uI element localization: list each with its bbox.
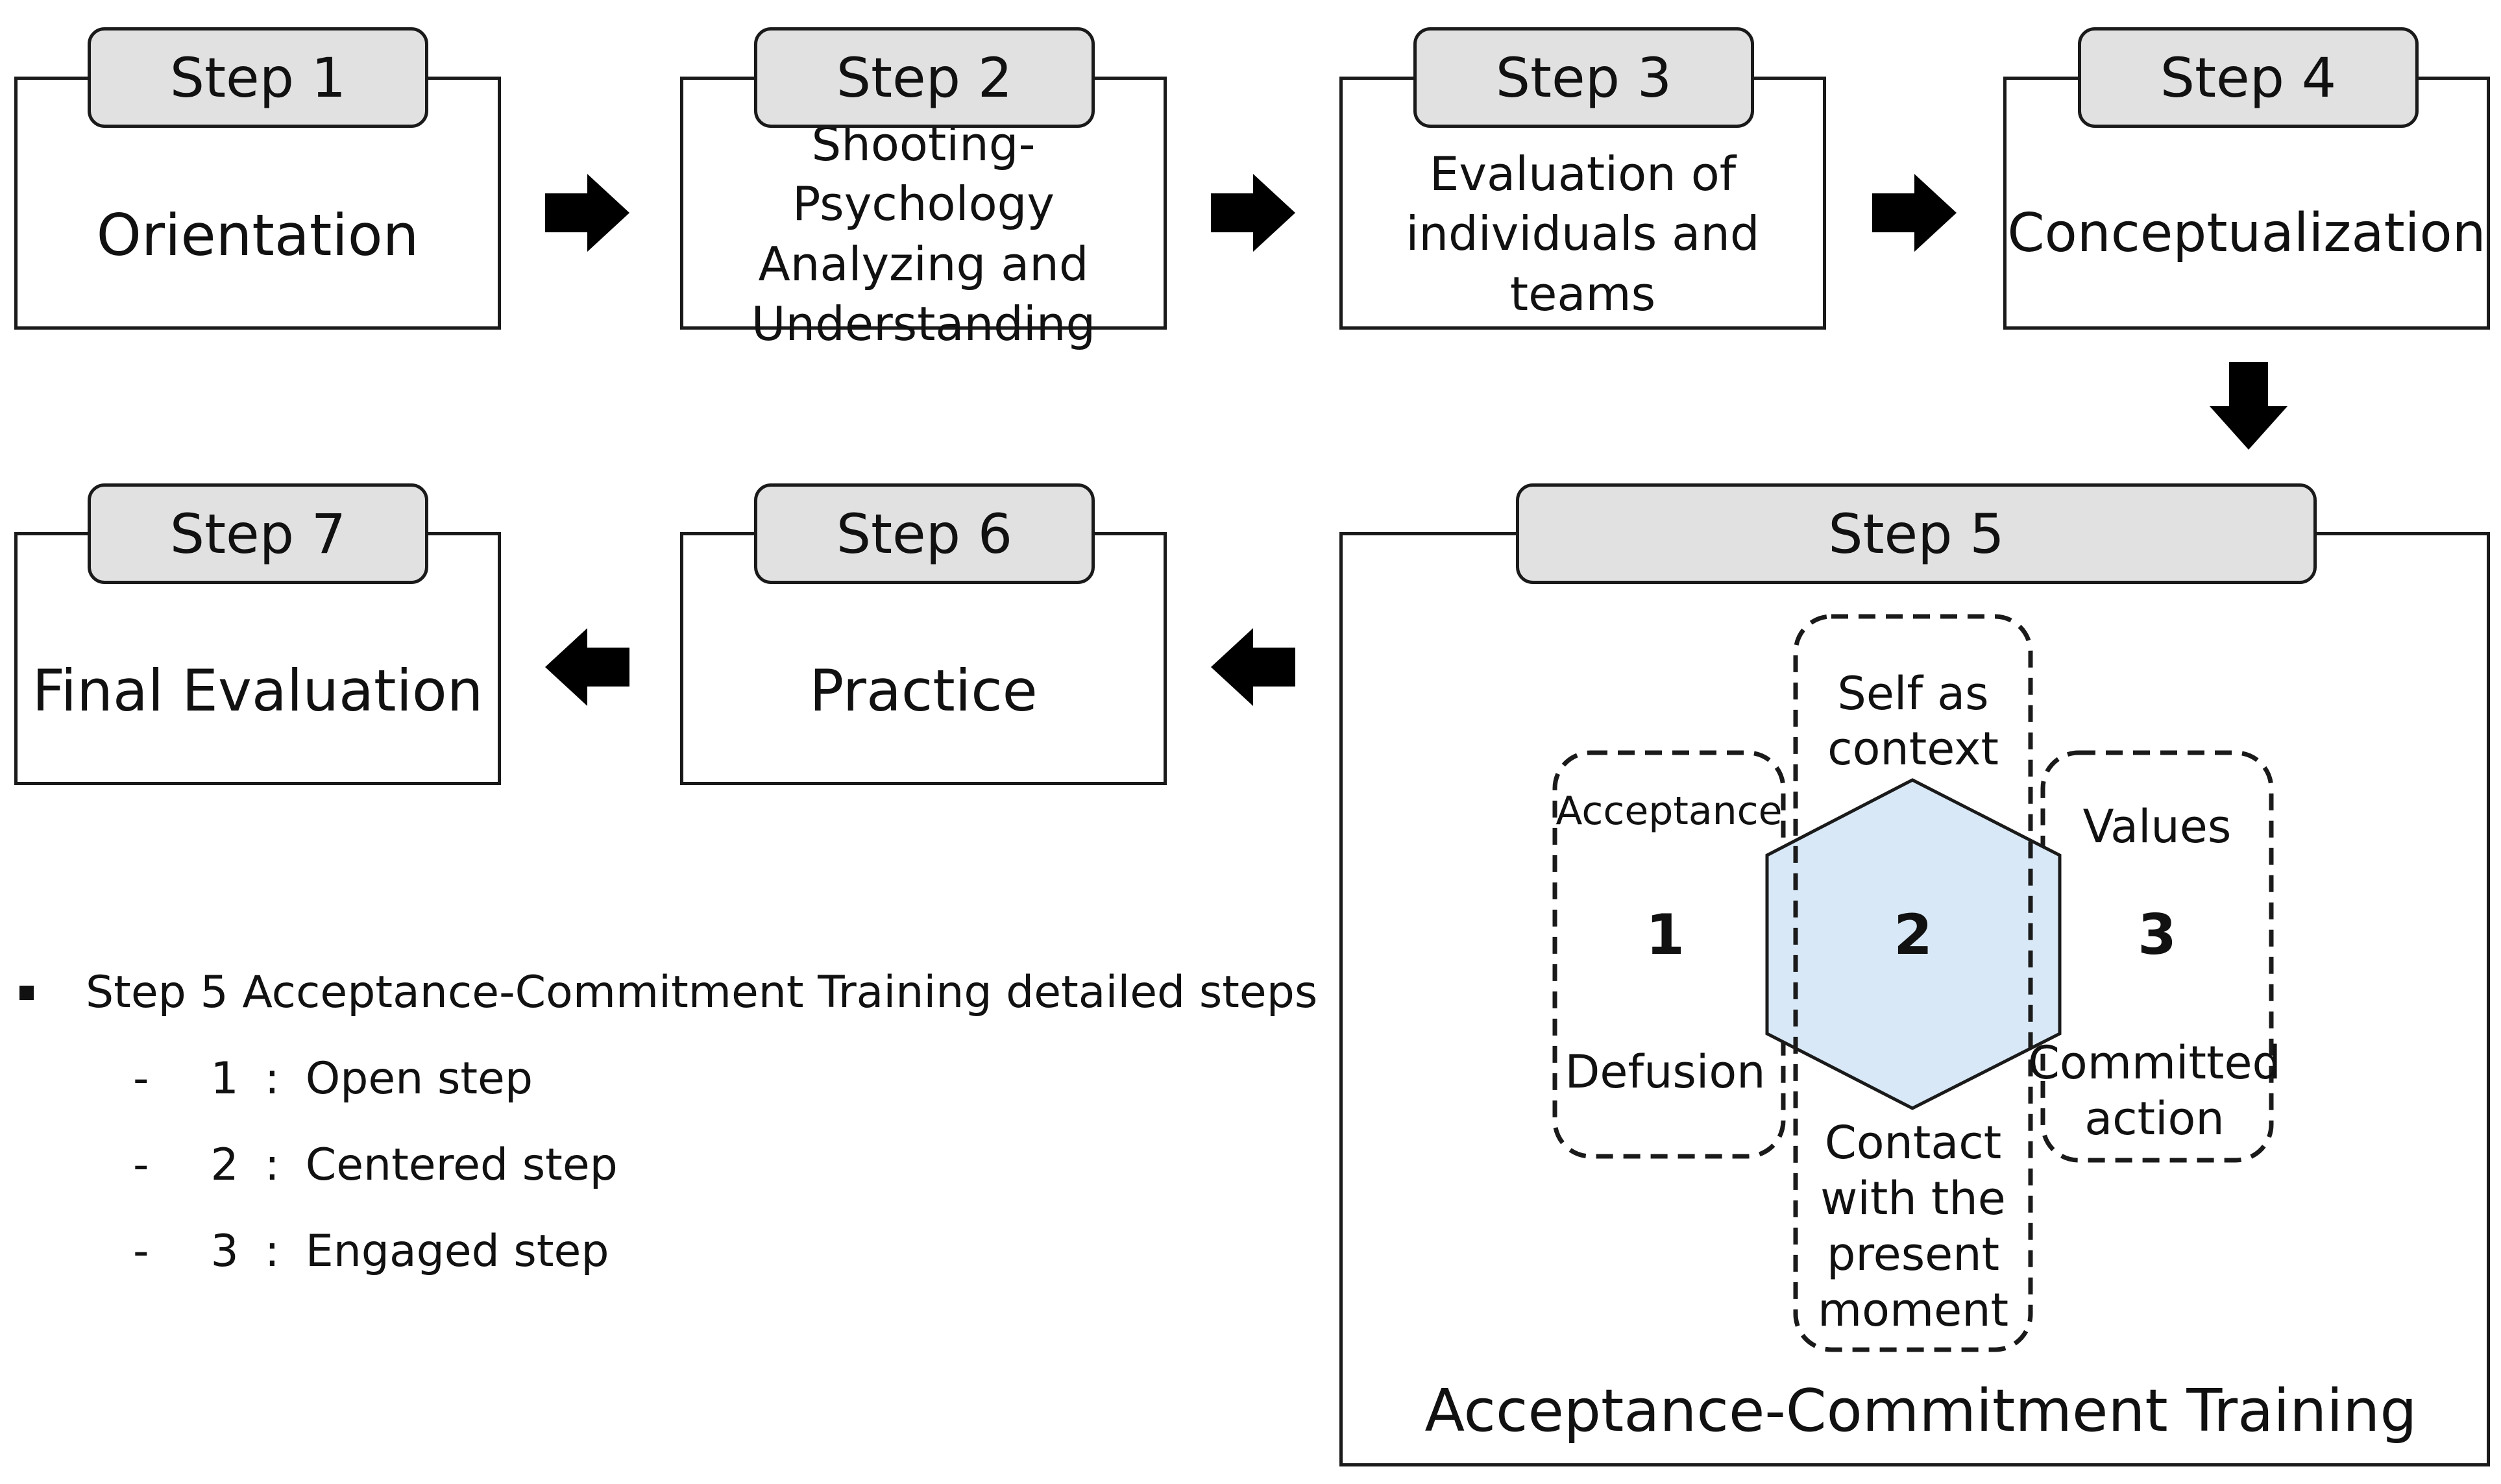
engaged-step-number: 3	[2138, 903, 2177, 967]
step-3-title: Evaluation of individuals and teams	[1406, 147, 1760, 321]
act-hexaflex-diagram: Acceptance 1 Defusion Self as context 2 …	[1425, 614, 2417, 1445]
step-1-title: Orientation	[96, 201, 419, 269]
legend-text: Centered step	[305, 1139, 618, 1191]
step-2-tab: Step 2	[754, 27, 1095, 128]
present-moment-label-4: moment	[1818, 1283, 2008, 1337]
present-moment-label-2: with the	[1820, 1172, 2006, 1225]
step-7-tab: Step 7	[88, 483, 428, 584]
arrow-down-icon	[2210, 362, 2288, 450]
step-5-tab: Step 5	[1516, 483, 2317, 584]
legend-number: 1	[210, 1053, 239, 1104]
self-as-context-group-box	[1793, 614, 2033, 1352]
legend-text: Open step	[305, 1053, 533, 1104]
step-4-tab: Step 4	[2078, 27, 2419, 128]
legend-number: 2	[210, 1139, 239, 1191]
legend-separator: :	[264, 1053, 280, 1104]
legend-text: Engaged step	[305, 1226, 609, 1277]
legend-item: - 1 : Open step	[133, 1053, 1317, 1104]
committed-action-label-1: Committed	[2028, 1036, 2281, 1089]
committed-action-label-2: action	[2084, 1092, 2224, 1145]
legend-separator: :	[264, 1226, 280, 1277]
step-4-title: Conceptualization	[2007, 202, 2486, 265]
step-1-tab: Step 1	[88, 27, 428, 128]
values-label: Values	[2083, 800, 2232, 853]
legend-separator: :	[264, 1139, 280, 1191]
legend: Step 5 Acceptance-Commitment Training de…	[19, 967, 1317, 1277]
present-moment-label-1: Contact	[1825, 1116, 2001, 1169]
legend-dash: -	[133, 1226, 149, 1277]
step-3-tab: Step 3	[1413, 27, 1754, 128]
legend-number: 3	[210, 1226, 239, 1277]
legend-dash: -	[133, 1139, 149, 1191]
self-as-context-label-2: context	[1827, 722, 1999, 775]
bullet-square-icon	[19, 985, 34, 1000]
act-caption: Acceptance-Commitment Training	[1425, 1377, 2417, 1445]
centered-step-number: 2	[1894, 903, 1933, 967]
centered-hexagon	[1765, 778, 2062, 1110]
arrow-right-icon	[1211, 174, 1295, 252]
step-6-title: Practice	[809, 657, 1038, 724]
defusion-label: Defusion	[1565, 1045, 1765, 1099]
present-moment-label-3: present	[1827, 1228, 1999, 1281]
self-as-context-label-1: Self as	[1837, 667, 1988, 720]
step-2-title: Shooting-Psychology Analyzing and Unders…	[751, 117, 1096, 351]
arrow-left-icon	[545, 628, 629, 706]
legend-item: - 2 : Centered step	[133, 1139, 1317, 1191]
legend-item: - 3 : Engaged step	[133, 1226, 1317, 1277]
legend-heading-row: Step 5 Acceptance-Commitment Training de…	[19, 967, 1317, 1018]
legend-heading: Step 5 Acceptance-Commitment Training de…	[86, 967, 1318, 1018]
arrow-right-icon	[1872, 174, 1957, 252]
arrow-left-icon	[1211, 628, 1295, 706]
open-step-number: 1	[1646, 903, 1685, 967]
step-7-title: Final Evaluation	[32, 657, 483, 724]
acceptance-label: Acceptance	[1556, 788, 1782, 834]
legend-dash: -	[133, 1053, 149, 1104]
step-6-tab: Step 6	[754, 483, 1095, 584]
arrow-right-icon	[545, 174, 629, 252]
